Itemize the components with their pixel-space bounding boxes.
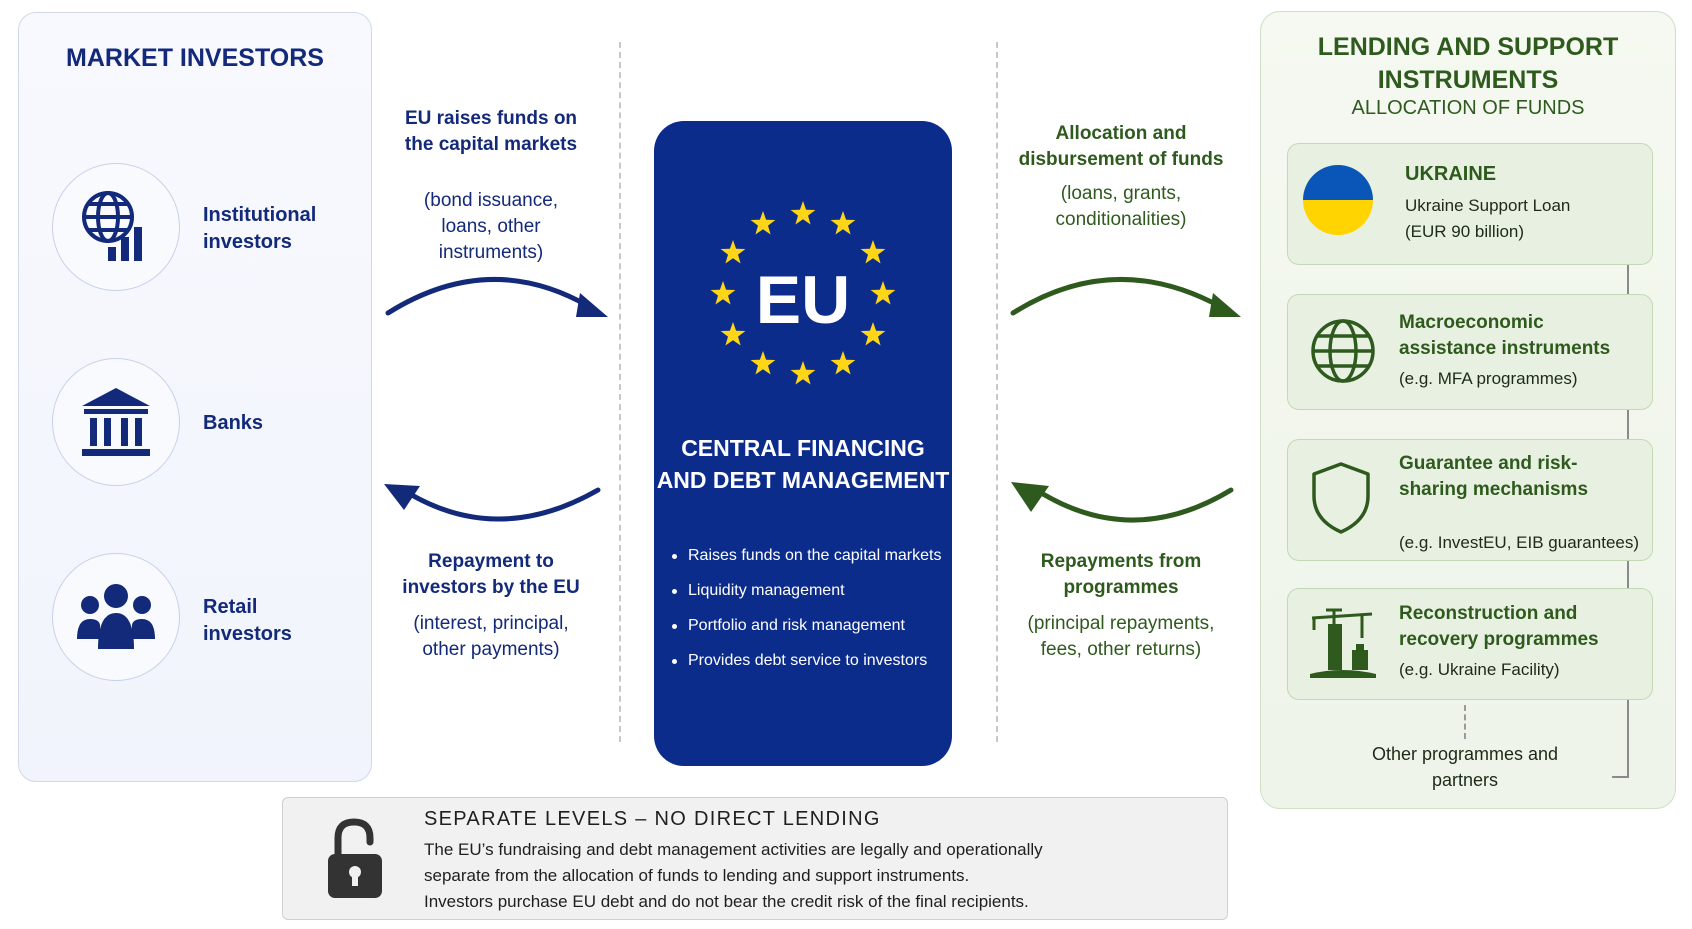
bullet-raise-funds: Raises funds on the capital markets [672,546,952,581]
crane-icon [1310,608,1376,678]
arrow-to-investors [384,484,601,522]
market-investors-title: MARKET INVESTORS [66,44,324,72]
separation-line-3: Investors purchase EU debt and do not be… [424,892,1029,911]
guarantee-title: Guarantee and risk-sharing mechanisms [1399,453,1589,500]
arrow-to-eu [385,276,608,317]
macroeconomic-detail: (e.g. MFA programmes) [1399,369,1578,388]
dashed-connector [1464,705,1466,739]
allocation-title: Allocation and disbursement of funds [1018,123,1224,170]
unlocked-padlock-icon [328,818,382,898]
eu-logo-text: EU [755,262,851,338]
separation-line-1: The EU’s fundraising and debt management… [424,840,1043,859]
bullet-liquidity: Liquidity management [672,581,952,616]
central-financing-title: CENTRAL FINANCING AND DEBT MANAGEMENT [656,435,950,493]
ukraine-detail: Ukraine Support Loan (EUR 90 billion) [1405,196,1571,241]
allocation-detail: (loans, grants, conditionalities) [1055,183,1187,230]
bullet-debt-service: Provides debt service to investors [672,651,952,686]
macroeconomic-title: Macroeconomic assistance instruments [1399,312,1611,359]
bullet-portfolio: Portfolio and risk management [672,616,952,651]
guarantee-detail: (e.g. InvestEU, EIB guarantees) [1399,533,1640,552]
globe-chart-icon [52,163,180,291]
repayment-title: Repayment to investors by the EU [402,551,580,598]
raise-funds-title: EU raises funds on the capital markets [404,108,578,155]
connector-line [1627,265,1629,295]
central-financing-box [654,121,952,766]
reconstruction-detail: (e.g. Ukraine Facility) [1399,660,1560,679]
repayment-detail: (interest, principal, other payments) [413,613,569,660]
repayments-programmes-title: Repayments from programmes [1040,551,1202,598]
lending-support-subtitle: ALLOCATION OF FUNDS [1351,97,1585,119]
reconstruction-card [1287,588,1653,700]
bank-icon [52,358,180,486]
separation-text: The EU’s fundraising and debt management… [424,837,1214,915]
globe-icon [1311,319,1375,383]
shield-icon [1312,462,1370,534]
right-divider [996,42,998,742]
arrow-to-eu-from-programmes [1011,482,1234,523]
connector-line [1627,560,1629,590]
people-icon [52,553,180,681]
guarantee-card [1287,439,1653,561]
raise-funds-detail: (bond issuance, loans, other instruments… [423,190,559,263]
connector-line [1627,410,1629,440]
separation-title: SEPARATE LEVELS – NO DIRECT LENDING [424,808,881,830]
repayments-programmes-detail: (principal repayments, fees, other retur… [1027,613,1215,660]
left-divider [619,42,621,742]
ukraine-flag-icon [1303,165,1373,235]
retail-investors-label: Retail investors [203,596,292,645]
central-financing-bullets: Raises funds on the capital markets Liqu… [672,546,952,686]
banks-label: Banks [203,412,264,434]
ukraine-title: UKRAINE [1405,163,1497,185]
connector-line [1627,700,1629,776]
reconstruction-title: Reconstruction and recovery programmes [1399,603,1599,650]
other-programmes-label: Other programmes and partners [1371,744,1559,790]
separation-box [282,797,1228,920]
separation-line-2: separate from the allocation of funds to… [424,866,970,885]
arrow-to-programmes [1010,277,1241,317]
institutional-investors-label: Institutional investors [203,204,317,253]
connector-line [1612,776,1629,778]
lending-support-title: LENDING AND SUPPORT INSTRUMENTS [1317,33,1619,94]
macroeconomic-card [1287,294,1653,410]
